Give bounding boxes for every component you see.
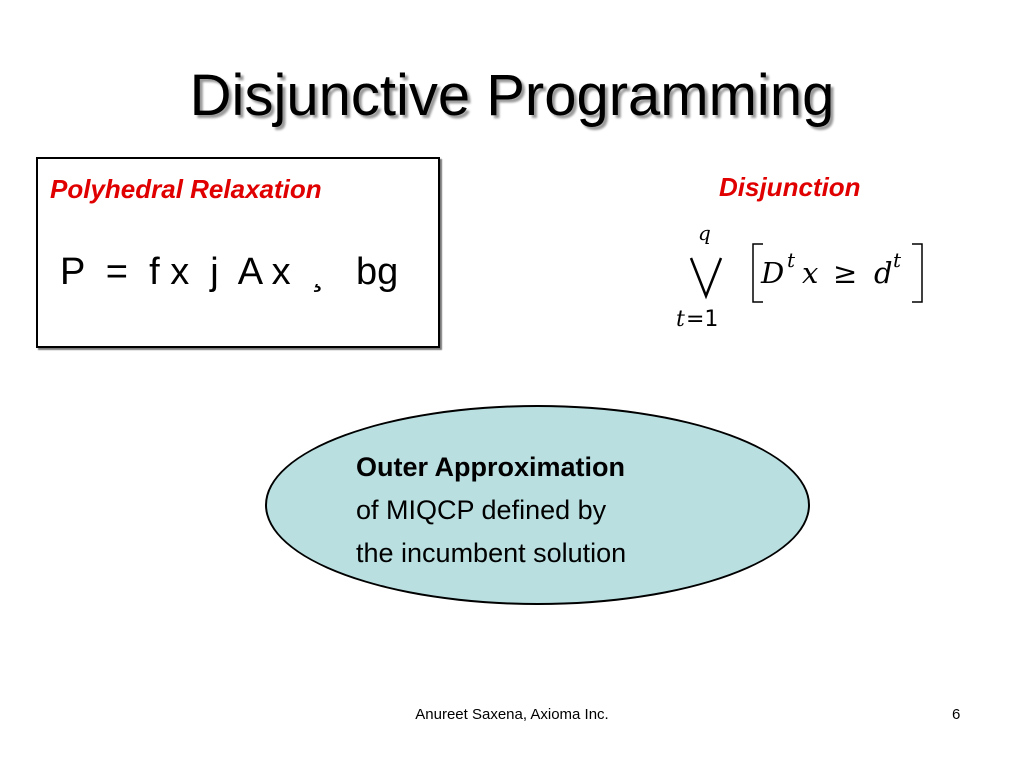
relaxation-label: Polyhedral Relaxation bbox=[50, 174, 322, 204]
big-or-symbol bbox=[689, 257, 723, 300]
callout-line-2: of MIQCP defined by bbox=[356, 495, 607, 525]
callout-text: Outer Approximation of MIQCP defined by … bbox=[356, 446, 626, 575]
disjunction-rhs: d bbox=[874, 256, 893, 290]
disjunction-matrix-superscript: t bbox=[787, 248, 796, 272]
left-bracket bbox=[752, 243, 763, 303]
relaxation-box: Polyhedral Relaxation P = f x j A x ¸ bg bbox=[36, 157, 440, 348]
slide-title: Disjunctive Programming bbox=[189, 63, 835, 128]
disjunction-rhs-superscript: t bbox=[893, 248, 902, 272]
relaxation-formula: P = f x j A x ¸ bg bbox=[60, 251, 399, 293]
disjunction-upper-index: q bbox=[698, 221, 711, 245]
disjunction-matrix: D bbox=[760, 256, 784, 290]
page-number: 6 bbox=[952, 706, 961, 723]
right-bracket bbox=[912, 243, 923, 303]
disjunction-formula: q t =1 D t x ≥ d t bbox=[676, 221, 923, 332]
disjunction-lower-index: t bbox=[676, 307, 685, 332]
callout-heading: Outer Approximation bbox=[356, 452, 626, 482]
disjunction-relation: ≥ bbox=[833, 256, 857, 290]
disjunction-variable: x bbox=[802, 256, 818, 290]
footer-author: Anureet Saxena, Axioma Inc. bbox=[415, 706, 609, 723]
disjunction-lower-value: =1 bbox=[686, 307, 718, 332]
callout-line-3: the incumbent solution bbox=[356, 538, 627, 568]
disjunction-label: Disjunction bbox=[719, 172, 861, 202]
callout-ellipse bbox=[265, 405, 810, 605]
